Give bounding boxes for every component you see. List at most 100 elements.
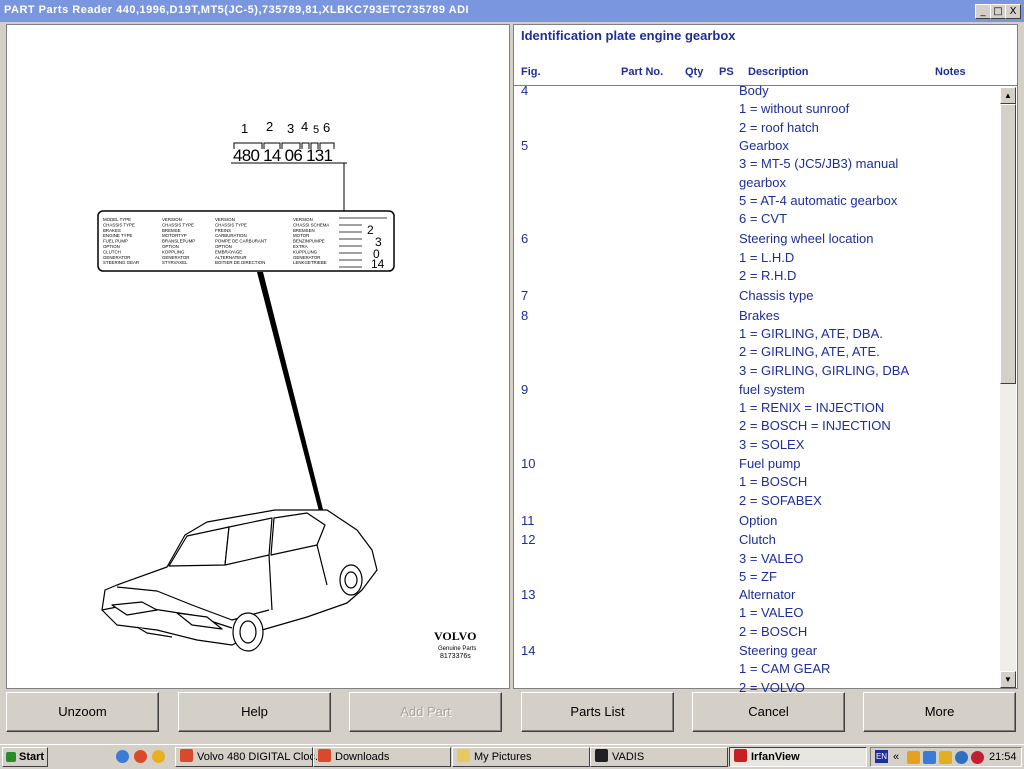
plate-field-label: CHASSIS TYPE	[103, 222, 135, 227]
taskbar-item-active[interactable]: IrfanView	[729, 747, 867, 767]
description-cell: 2 = GIRLING, ATE, ATE.	[739, 344, 880, 360]
vertical-scrollbar[interactable]: ▲ ▼	[1000, 87, 1016, 688]
network-icon[interactable]	[923, 751, 936, 764]
taskbar-item[interactable]: VADIS	[590, 747, 728, 767]
table-row[interactable]: 3 = MT-5 (JC5/JB3) manual	[514, 156, 999, 174]
table-row[interactable]: 2 = BOSCH	[514, 624, 999, 642]
tray-expand-icon[interactable]: «	[893, 751, 900, 763]
parts-pane[interactable]: Identification plate engine gearbox Fig.…	[513, 24, 1018, 695]
clock: 21:54	[989, 751, 1017, 763]
taskbar-item[interactable]: Volvo 480 DIGITAL Cloc...	[175, 747, 324, 767]
unzoom-button[interactable]: Unzoom	[6, 692, 159, 732]
column-header-notes[interactable]: Notes	[935, 66, 966, 78]
table-row[interactable]: 2 = GIRLING, ATE, ATE.	[514, 344, 999, 362]
firefox-icon[interactable]	[134, 750, 147, 763]
title-bar[interactable]: PART Parts Reader 440,1996,D19T,MT5(JC-5…	[0, 0, 1024, 22]
fig-cell: 6	[521, 231, 529, 247]
plate-field-label: STEERING GEAR	[103, 260, 139, 265]
table-row[interactable]: 2 = SOFABEX	[514, 493, 999, 511]
description-cell: gearbox	[739, 174, 786, 190]
help-button[interactable]: Help	[178, 692, 331, 732]
tray-icon[interactable]	[939, 751, 952, 764]
description-cell: 2 = R.H.D	[739, 268, 797, 283]
close-button[interactable]: X	[1005, 4, 1021, 19]
table-row[interactable]: 3 = SOLEX	[514, 437, 999, 455]
table-row[interactable]: 1 = CAM GEAR	[514, 661, 999, 679]
table-row[interactable]: 5 = ZF	[514, 569, 999, 587]
scroll-down-icon[interactable]: ▼	[1000, 671, 1016, 688]
messenger-icon[interactable]	[152, 750, 165, 763]
scroll-track-upper[interactable]	[1000, 104, 1016, 384]
column-header-qty[interactable]: Qty	[685, 66, 704, 78]
table-row[interactable]: 2 = VOLVO	[514, 680, 999, 698]
table-row[interactable]: 1 = L.H.D	[514, 250, 999, 268]
column-header-fig[interactable]: Fig.	[521, 66, 541, 78]
add-part-button[interactable]: Add Part	[349, 692, 502, 732]
identification-plate	[97, 210, 395, 272]
identification-plate-illustration: 1 2 3 4 5 6 480 14 06 131 MODEL TYPECHAS…	[97, 119, 476, 660]
start-button[interactable]: Start	[2, 747, 48, 767]
plate-field-label: VERSION	[215, 217, 235, 222]
taskbar: Start Volvo 480 DIGITAL Cloc... Download…	[0, 744, 1024, 769]
ie-icon[interactable]	[116, 750, 129, 763]
column-header-description[interactable]: Description	[748, 66, 809, 78]
table-row[interactable]: gearbox	[514, 175, 999, 193]
table-row[interactable]: 2 = BOSCH = INJECTION	[514, 418, 999, 436]
plate-field-label: CARBURATION	[215, 233, 247, 238]
taskbar-item[interactable]: Downloads	[313, 747, 451, 767]
table-row[interactable]: 6 = CVT	[514, 211, 999, 229]
table-row[interactable]: 3 = GIRLING, GIRLING, DBA	[514, 363, 999, 381]
table-row[interactable]: 3 = VALEO	[514, 551, 999, 569]
brand-code: 8173376s	[440, 653, 471, 660]
table-row[interactable]: 2 = R.H.D	[514, 268, 999, 286]
security-icon[interactable]	[955, 751, 968, 764]
maximize-button[interactable]: □	[990, 4, 1006, 19]
description-cell: Option	[739, 512, 778, 528]
brand-logo: VOLVO	[434, 629, 476, 643]
table-row[interactable]: 2 = roof hatch	[514, 120, 999, 138]
more-button[interactable]: More	[863, 692, 1016, 732]
minimize-button[interactable]: _	[975, 4, 991, 19]
fig-cell: 13	[521, 587, 536, 603]
tray-icon[interactable]	[907, 751, 920, 764]
column-header-ps[interactable]: PS	[719, 66, 734, 78]
description-cell: 5 = AT-4 automatic gearbox	[739, 192, 898, 208]
tray-icon[interactable]	[971, 751, 984, 764]
table-row[interactable]: 1 = VALEO	[514, 605, 999, 623]
scroll-up-icon[interactable]: ▲	[1000, 87, 1016, 104]
table-row[interactable]: 1 = BOSCH	[514, 474, 999, 492]
plate-field-label: EXTRA	[293, 244, 308, 249]
plate-field-label: GENERATOR	[293, 255, 320, 260]
description-cell: 2 = VOLVO	[739, 679, 805, 695]
taskbar-item[interactable]: My Pictures	[452, 747, 590, 767]
plate-field-label: KUPPLUNG	[293, 249, 318, 254]
plate-field-label: BREMSEN	[293, 228, 315, 233]
column-header-part-no[interactable]: Part No.	[621, 66, 664, 78]
table-row[interactable]: 5 = AT-4 automatic gearbox	[514, 193, 999, 211]
plate-field-label: BENZINPUMPE	[293, 239, 325, 244]
table-row[interactable]: 1 = without sunroof	[514, 101, 999, 119]
plate-field-label: OPTION	[162, 244, 179, 249]
description-cell: 1 = VALEO	[739, 605, 804, 621]
fig-cell: 10	[521, 456, 536, 471]
parts-list-button[interactable]: Parts List	[521, 692, 674, 732]
language-indicator[interactable]: EN	[875, 750, 888, 763]
table-row[interactable]: 1 = GIRLING, ATE, DBA.	[514, 326, 999, 344]
plate-field-label: MODEL TYPE	[103, 217, 131, 222]
plate-field-label: FREINS	[215, 228, 231, 233]
cancel-button[interactable]: Cancel	[692, 692, 845, 732]
table-row[interactable]: 1 = RENIX = INJECTION	[514, 400, 999, 418]
